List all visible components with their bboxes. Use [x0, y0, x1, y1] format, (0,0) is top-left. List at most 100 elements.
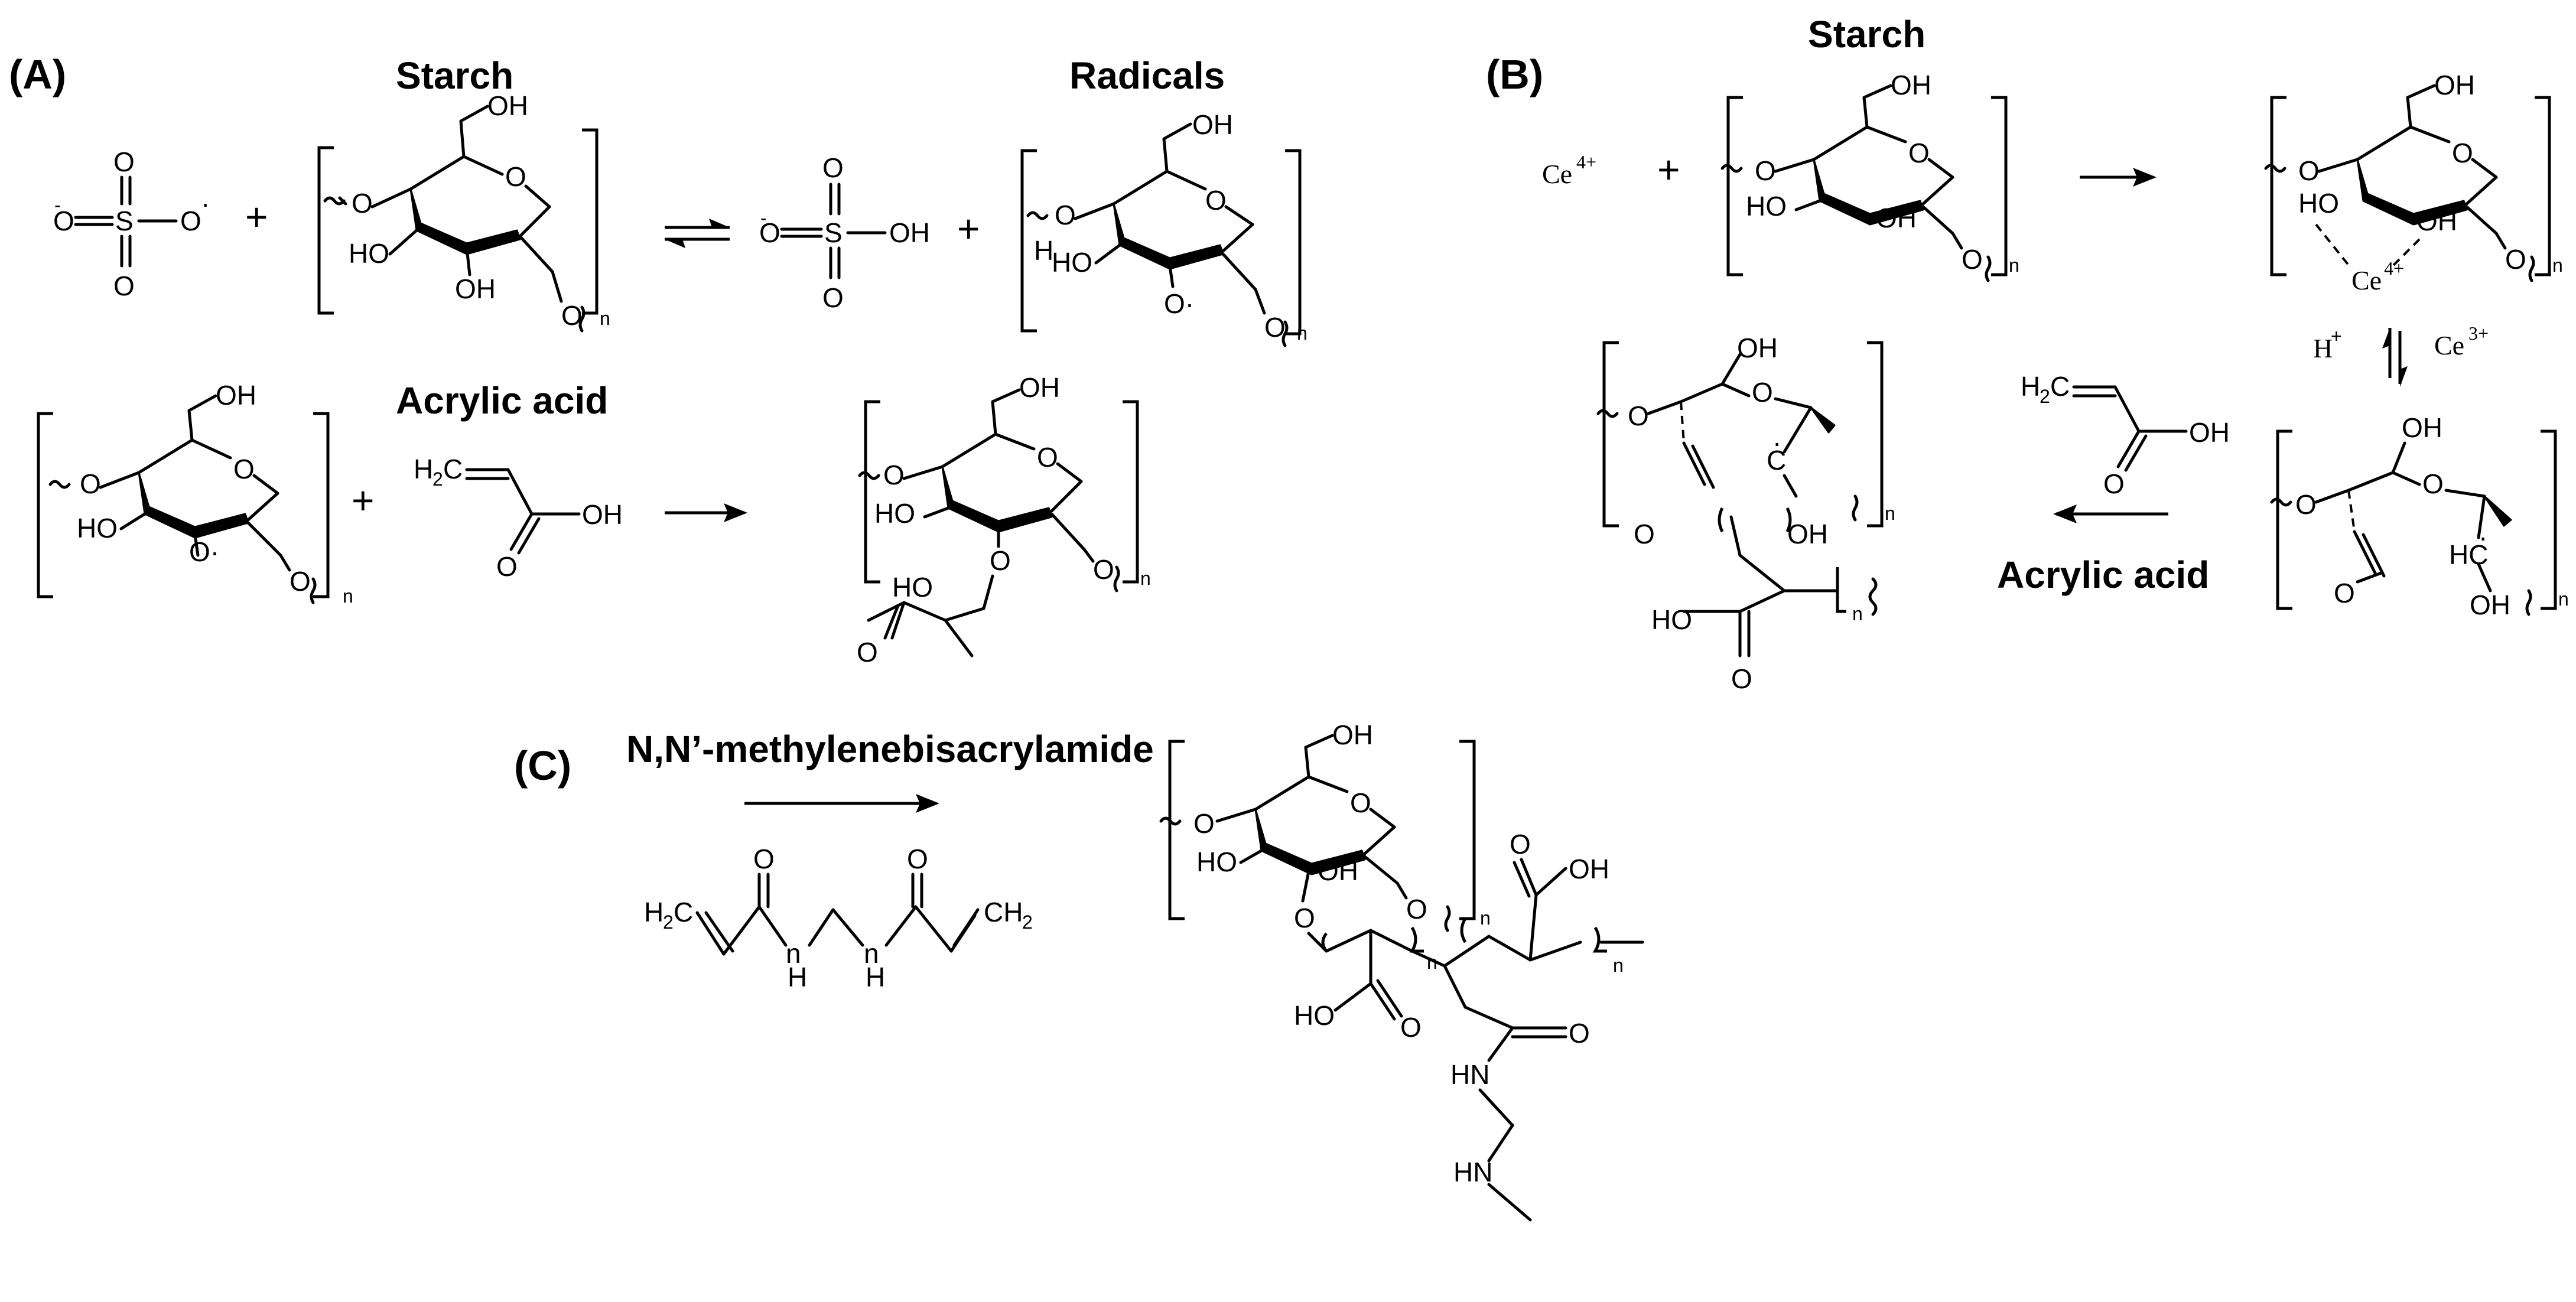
ring-opened-radical: O OH O O HC · OH n: [2270, 412, 2569, 620]
svg-text:O: O: [1962, 244, 1983, 275]
svg-text:OH: OH: [889, 217, 930, 248]
svg-text:n: n: [2558, 588, 2569, 610]
svg-text:HO: HO: [2298, 188, 2339, 219]
svg-text:O: O: [1294, 903, 1315, 933]
panel-b-starch-title: Starch: [1808, 13, 1926, 56]
svg-text:OH: OH: [2470, 590, 2510, 620]
cerium-iii-charge: 3+: [2468, 323, 2489, 344]
svg-text:HO: HO: [1052, 247, 1092, 278]
reaction-arrow: [2080, 168, 2157, 187]
grafted-starch-product: O OH O O C · OH n n HO O: [1596, 333, 1895, 694]
cerium-iv-charge: 4+: [1576, 151, 1596, 172]
svg-text:C: C: [1767, 445, 1786, 476]
svg-text:O: O: [990, 545, 1011, 576]
svg-text:OH: OH: [487, 90, 528, 121]
svg-text:n: n: [1297, 323, 1307, 344]
svg-text:O: O: [883, 460, 905, 490]
panel-b-acrylic-title: Acrylic acid: [1997, 554, 2209, 596]
equilibrium-arrow: [2382, 328, 2408, 387]
proton-charge: +: [2331, 326, 2342, 347]
svg-text:H: H: [644, 897, 663, 927]
svg-text:·: ·: [201, 188, 210, 219]
svg-text:O: O: [1406, 894, 1427, 925]
svg-text:H: H: [2021, 371, 2040, 402]
starch-unit: O O OH HO OH O n: [1720, 70, 2019, 282]
svg-text:O: O: [233, 454, 255, 484]
panel-b-label: (B): [1486, 51, 1543, 97]
svg-text:H: H: [1034, 235, 1053, 266]
svg-text:HN: HN: [1450, 1059, 1489, 1090]
svg-text:n: n: [1885, 503, 1895, 524]
svg-text:2: 2: [2040, 386, 2050, 407]
svg-text:O: O: [857, 637, 878, 668]
panel-a-label: (A): [9, 51, 66, 97]
acrylic-acid: H 2 C OH O: [2021, 371, 2230, 499]
svg-text:n: n: [2009, 255, 2019, 276]
starch-unit: O O OH HO OH O n: [317, 90, 610, 333]
svg-text:n: n: [2552, 255, 2563, 276]
svg-text:C: C: [674, 897, 693, 927]
svg-text:HO: HO: [77, 513, 118, 543]
svg-text:O: O: [1205, 185, 1227, 216]
svg-text:2: 2: [663, 912, 674, 933]
svg-text:O: O: [1193, 808, 1215, 839]
svg-text:OH: OH: [582, 499, 623, 530]
svg-text:·: ·: [1772, 427, 1781, 458]
svg-text:O: O: [2298, 155, 2320, 186]
svg-text:n: n: [1852, 603, 1863, 624]
svg-text:O: O: [1055, 200, 1076, 230]
svg-text:O: O: [505, 161, 526, 192]
svg-text:HN: HN: [1453, 1157, 1492, 1187]
svg-text:O: O: [1350, 787, 1371, 818]
svg-text:HO: HO: [349, 238, 389, 269]
equilibrium-arrow: [665, 219, 730, 248]
svg-text:O: O: [753, 844, 775, 874]
svg-text:O: O: [1400, 1012, 1422, 1043]
svg-text:C: C: [443, 454, 463, 484]
svg-text:O: O: [1755, 155, 1776, 186]
svg-text:2: 2: [432, 468, 443, 490]
svg-text:OH: OH: [2402, 412, 2442, 443]
bisulfate-anion: O - S O O OH: [759, 152, 930, 313]
svg-text:OH: OH: [1332, 720, 1373, 750]
svg-text:HO: HO: [1746, 191, 1787, 222]
svg-text:n: n: [1613, 955, 1624, 976]
svg-text:H: H: [866, 962, 885, 992]
svg-text:O: O: [2103, 468, 2125, 499]
svg-text:-: -: [760, 207, 767, 229]
svg-text:O: O: [907, 844, 928, 874]
svg-text:H: H: [788, 962, 807, 992]
grafted-starch-product: O O OH HO O O n HO O: [857, 372, 1151, 668]
svg-text:C: C: [2050, 371, 2070, 402]
proton: H: [2313, 333, 2333, 363]
svg-text:O: O: [822, 152, 844, 183]
panel-c-crosslinker-title: N,N’-methylenebisacrylamide: [626, 728, 1154, 770]
svg-text:OH: OH: [1876, 203, 1917, 233]
svg-text:HC: HC: [2449, 539, 2488, 570]
svg-text:O·: O·: [189, 536, 219, 567]
panel-a-starch-title: Starch: [396, 54, 513, 97]
svg-text:O: O: [180, 206, 201, 236]
svg-text:O: O: [1569, 1018, 1590, 1049]
svg-text:O: O: [2422, 468, 2444, 499]
svg-text:OH: OH: [1569, 854, 1609, 884]
svg-text:O: O: [2295, 489, 2317, 520]
svg-text:O: O: [822, 282, 844, 313]
svg-text:OH: OH: [1737, 333, 1778, 363]
plus-sign: +: [957, 207, 980, 250]
svg-text:HO: HO: [1294, 1000, 1335, 1031]
svg-text:OH: OH: [2416, 206, 2457, 236]
svg-text:Ce: Ce: [2351, 265, 2382, 295]
svg-text:HO: HO: [874, 498, 915, 529]
svg-text:4+: 4+: [2384, 258, 2404, 279]
svg-text:OH: OH: [1891, 70, 1931, 100]
svg-text:O: O: [113, 147, 135, 177]
svg-text:S: S: [115, 206, 134, 236]
svg-text:2: 2: [1022, 912, 1033, 933]
svg-text:H: H: [414, 454, 433, 484]
svg-text:OH: OH: [1787, 519, 1828, 549]
svg-text:O: O: [2334, 578, 2355, 608]
svg-text:S: S: [824, 217, 843, 248]
svg-text:O: O: [80, 468, 101, 499]
